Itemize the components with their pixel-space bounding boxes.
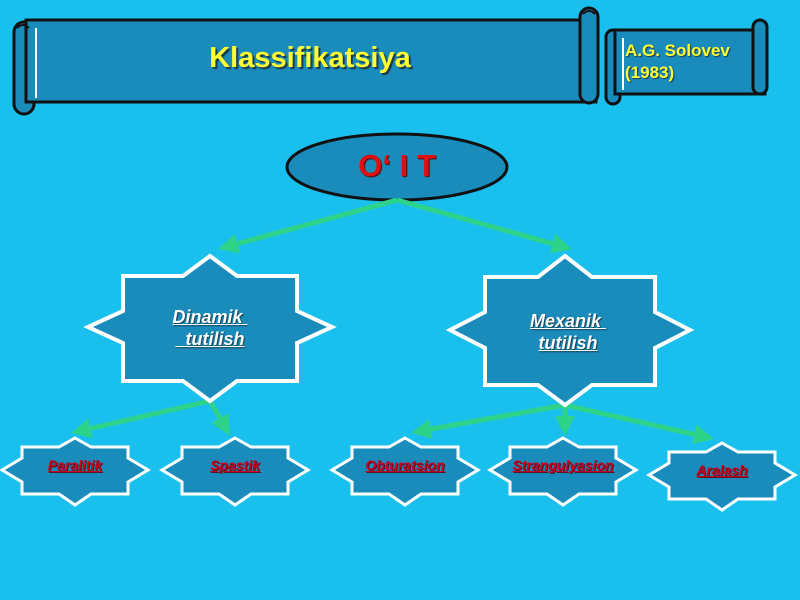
category-label-dinamik: Dinamik tutilish — [172, 307, 245, 349]
arrow-root-to-mexanik — [396, 197, 572, 254]
author-year: (1983) — [625, 63, 675, 83]
type-star-obturatsion — [329, 436, 481, 507]
author-name: A.G. Solovev — [625, 41, 730, 60]
author-scroll — [604, 18, 769, 106]
type-star-strangulyasion — [487, 436, 639, 507]
type-star-spastik — [159, 436, 311, 507]
arrow-dinamik-to-spastik — [207, 399, 231, 436]
arrows — [71, 197, 714, 445]
category-label-mexanik: Mexanik tutilish — [529, 311, 602, 353]
arrow-mexanik-to-obturatsion — [411, 402, 566, 440]
page-title: Klassifikatsiya — [209, 42, 411, 74]
type-label-paralitik: Paralitik — [47, 457, 103, 473]
type-star-aralash — [646, 441, 798, 512]
category-star-dinamik — [83, 253, 337, 404]
root-node-label: O‘ I T — [358, 148, 436, 183]
arrow-root-to-dinamik — [218, 197, 398, 254]
category-star-mexanik — [445, 253, 695, 408]
type-label-aralash: Aralash — [696, 462, 748, 478]
type-star-paralitik — [0, 436, 151, 507]
type-label-spastik: Spastik — [210, 457, 260, 473]
arrow-dinamik-to-paralitik — [71, 398, 211, 439]
arrow-mexanik-to-aralash — [564, 402, 714, 445]
author-label: A.G. Solovev (1983) — [625, 40, 765, 84]
title-scroll — [12, 6, 600, 116]
type-label-obturatsion: Obturatsion — [365, 457, 445, 473]
type-label-strangulyasion: Strangulyasion — [512, 457, 614, 473]
